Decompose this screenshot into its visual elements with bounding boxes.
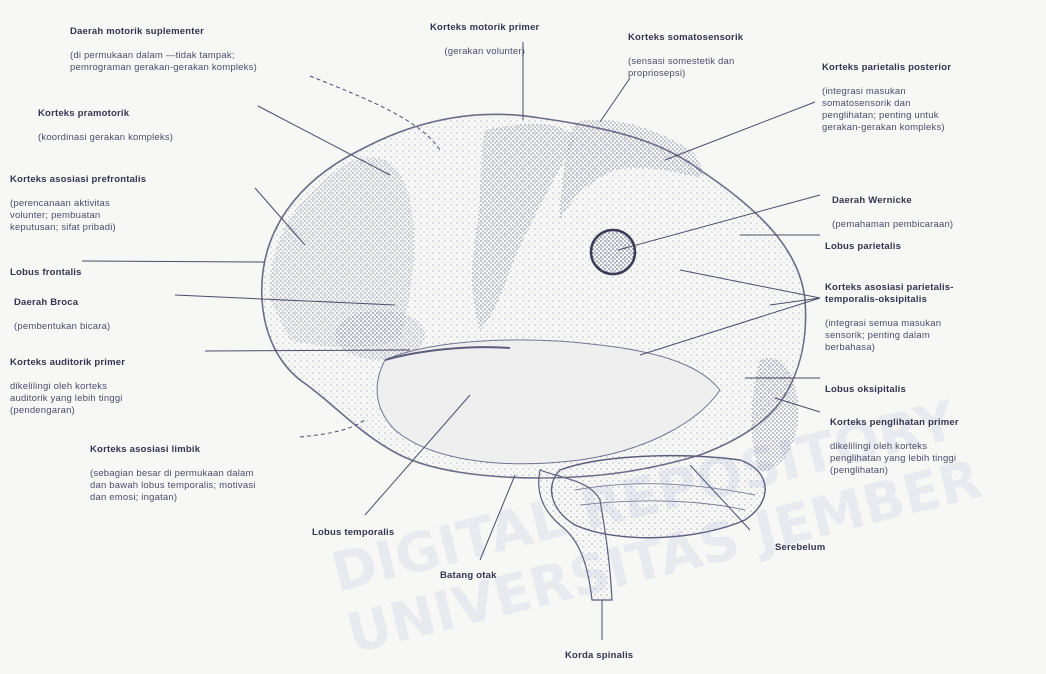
label-lobus-temporalis: Lobus temporalis <box>312 515 394 551</box>
label-motorik-primer-title: Korteks motorik primer <box>430 22 539 34</box>
label-lobus-oksipitalis-title: Lobus oksipitalis <box>825 384 906 396</box>
label-lobus-parietalis-title: Lobus parietalis <box>825 241 901 253</box>
label-batang-otak-title: Batang otak <box>440 570 497 582</box>
label-lobus-oksipitalis: Lobus oksipitalis <box>825 372 906 408</box>
label-prefrontalis-title: Korteks asosiasi prefrontalis <box>10 174 146 186</box>
label-parietalis-posterior-desc: (integrasi masukan somatosensorik dan pe… <box>822 86 951 134</box>
label-serebelum: Serebelum <box>775 530 825 566</box>
label-broca: Daerah Broca (pembentukan bicara) <box>14 285 110 345</box>
label-pramotorik-title: Korteks pramotorik <box>38 108 173 120</box>
label-suplementer: Daerah motorik suplementer (di permukaan… <box>70 14 257 86</box>
label-pramotorik-desc: (koordinasi gerakan kompleks) <box>38 132 173 144</box>
wernicke-circle <box>591 230 635 274</box>
label-prefrontalis: Korteks asosiasi prefrontalis (perencana… <box>10 162 146 246</box>
label-somatosensorik-title: Korteks somatosensorik <box>628 32 743 44</box>
label-pramotorik: Korteks pramotorik (koordinasi gerakan k… <box>38 96 173 156</box>
label-limbik-desc: (sebagian besar di permukaan dalam dan b… <box>90 468 256 504</box>
label-lobus-parietalis: Lobus parietalis <box>825 229 901 265</box>
label-motorik-primer-desc: (gerakan volunter) <box>430 46 539 58</box>
label-korda-spinalis: Korda spinalis <box>565 638 633 674</box>
label-suplementer-desc: (di permukaan dalam —tidak tampak; pemro… <box>70 50 257 74</box>
label-auditorik-desc: dikelilingi oleh korteks auditorik yang … <box>10 381 125 417</box>
label-penglihatan-desc: dikelilingi oleh korteks penglihatan yan… <box>830 441 959 477</box>
label-limbik-title: Korteks asosiasi limbik <box>90 444 256 456</box>
label-parietalis-posterior-title: Korteks parietalis posterior <box>822 62 951 74</box>
label-suplementer-title: Daerah motorik suplementer <box>70 26 257 38</box>
label-broca-desc: (pembentukan bicara) <box>14 321 110 333</box>
label-broca-title: Daerah Broca <box>14 297 110 309</box>
label-prefrontalis-desc: (perencanaan aktivitas volunter; pembuat… <box>10 198 146 234</box>
label-korda-spinalis-title: Korda spinalis <box>565 650 633 662</box>
label-lobus-temporalis-title: Lobus temporalis <box>312 527 394 539</box>
label-limbik: Korteks asosiasi limbik (sebagian besar … <box>90 432 256 516</box>
label-serebelum-title: Serebelum <box>775 542 825 554</box>
label-auditorik: Korteks auditorik primer dikelilingi ole… <box>10 345 125 429</box>
label-penglihatan: Korteks penglihatan primer dikelilingi o… <box>830 405 959 489</box>
label-somatosensorik: Korteks somatosensorik (sensasi somestet… <box>628 20 743 92</box>
label-auditorik-title: Korteks auditorik primer <box>10 357 125 369</box>
label-pto: Korteks asosiasi parietalis- temporalis-… <box>825 270 954 366</box>
label-motorik-primer: Korteks motorik primer (gerakan volunter… <box>430 10 539 70</box>
label-parietalis-posterior: Korteks parietalis posterior (integrasi … <box>822 50 951 146</box>
label-pto-title: Korteks asosiasi parietalis- temporalis-… <box>825 282 954 306</box>
label-wernicke-title: Daerah Wernicke <box>832 195 953 207</box>
label-somatosensorik-desc: (sensasi somestetik dan propriosepsi) <box>628 56 743 80</box>
label-batang-otak: Batang otak <box>440 558 497 594</box>
label-lobus-frontalis-title: Lobus frontalis <box>10 267 82 279</box>
label-pto-desc: (integrasi semua masukan sensorik; penti… <box>825 318 954 354</box>
label-penglihatan-title: Korteks penglihatan primer <box>830 417 959 429</box>
